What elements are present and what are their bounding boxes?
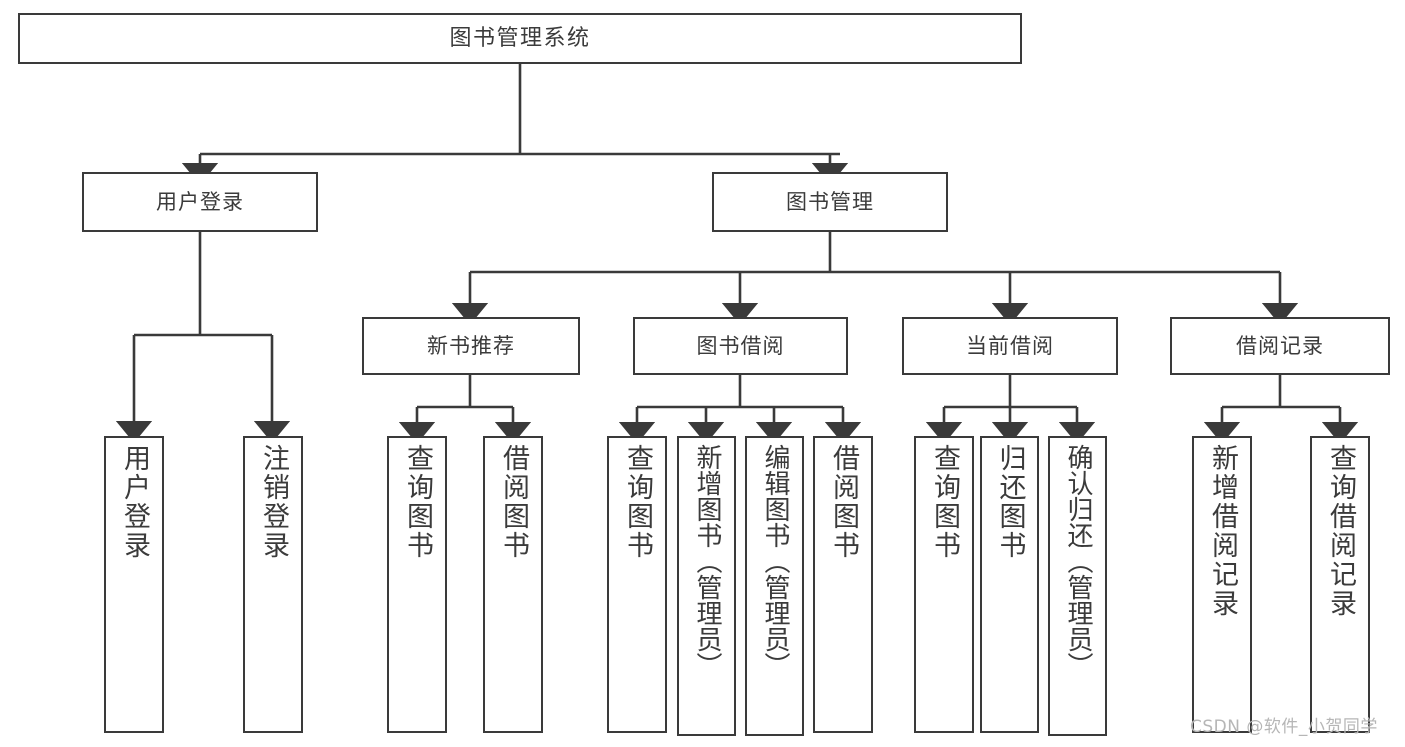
leaf-user-login-logout[interactable]: 注销登录 bbox=[243, 436, 303, 733]
node-label: 归还图书 bbox=[994, 444, 1026, 560]
node-root-system[interactable]: 图书管理系统 bbox=[18, 13, 1022, 64]
node-new-book-recommend[interactable]: 新书推荐 bbox=[362, 317, 580, 375]
node-label: 注销登录 bbox=[258, 444, 290, 560]
node-label: 新增图书（管理员） bbox=[692, 444, 723, 678]
node-borrow-record[interactable]: 借阅记录 bbox=[1170, 317, 1390, 375]
leaf-current-borrow-confirm-admin[interactable]: 确认归还（管理员） bbox=[1048, 436, 1107, 736]
leaf-book-borrow-query[interactable]: 查询图书 bbox=[607, 436, 667, 733]
node-label: 图书管理 bbox=[786, 189, 874, 214]
leaf-current-borrow-query[interactable]: 查询图书 bbox=[914, 436, 974, 733]
leaf-new-book-borrow[interactable]: 借阅图书 bbox=[483, 436, 543, 733]
node-book-management[interactable]: 图书管理 bbox=[712, 172, 948, 232]
node-user-login[interactable]: 用户登录 bbox=[82, 172, 318, 232]
node-label: 借阅图书 bbox=[828, 444, 860, 560]
node-label: 借阅记录 bbox=[1236, 333, 1324, 358]
node-book-borrow[interactable]: 图书借阅 bbox=[633, 317, 848, 375]
leaf-borrow-record-query[interactable]: 查询借阅记录 bbox=[1310, 436, 1370, 733]
leaf-user-login-login[interactable]: 用户登录 bbox=[104, 436, 164, 733]
node-label: 当前借阅 bbox=[966, 333, 1054, 358]
leaf-book-borrow-borrow[interactable]: 借阅图书 bbox=[813, 436, 873, 733]
csdn-watermark: CSDN @软件_小贺同学 bbox=[1190, 717, 1378, 737]
leaf-book-borrow-edit-admin[interactable]: 编辑图书（管理员） bbox=[745, 436, 804, 736]
node-current-borrow[interactable]: 当前借阅 bbox=[902, 317, 1118, 375]
leaf-current-borrow-return[interactable]: 归还图书 bbox=[980, 436, 1039, 733]
node-label: 新增借阅记录 bbox=[1207, 444, 1239, 618]
node-label: 图书借阅 bbox=[696, 333, 785, 358]
node-label: 查询图书 bbox=[402, 444, 434, 560]
node-label: 查询图书 bbox=[929, 444, 961, 560]
node-label: 新书推荐 bbox=[427, 333, 515, 358]
node-label: 确认归还（管理员） bbox=[1063, 444, 1094, 678]
node-label: 编辑图书（管理员） bbox=[760, 444, 791, 678]
node-label: 用户登录 bbox=[119, 444, 151, 560]
node-label: 图书管理系统 bbox=[449, 25, 591, 51]
node-label: 查询借阅记录 bbox=[1325, 444, 1357, 618]
node-label: 用户登录 bbox=[156, 189, 244, 214]
leaf-book-borrow-add-admin[interactable]: 新增图书（管理员） bbox=[677, 436, 736, 736]
node-label: 借阅图书 bbox=[498, 444, 530, 560]
leaf-new-book-query[interactable]: 查询图书 bbox=[387, 436, 447, 733]
leaf-borrow-record-add[interactable]: 新增借阅记录 bbox=[1192, 436, 1252, 733]
node-label: 查询图书 bbox=[622, 444, 654, 560]
